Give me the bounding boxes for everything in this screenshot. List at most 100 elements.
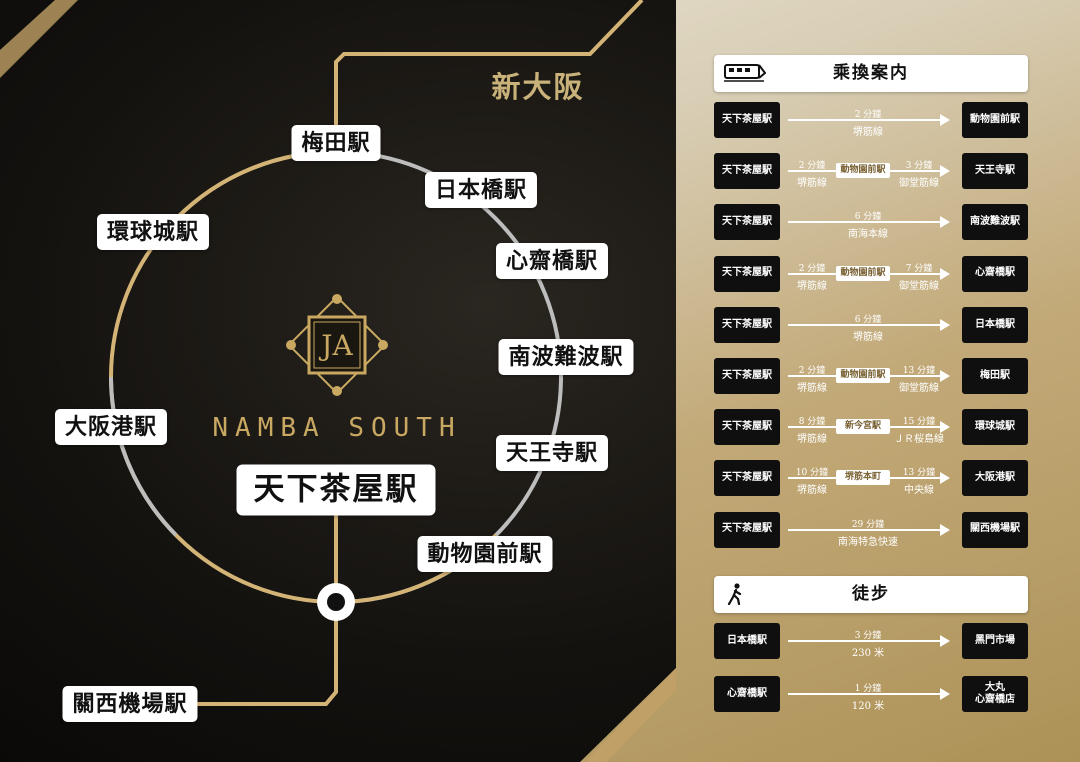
route-line-1: 堺筋線 [797,280,827,292]
route-line-2: ＪＲ桜島線 [894,434,944,446]
route-arrow [788,216,950,229]
route-row[interactable]: 心齋橋駅 大丸 心齋橋店 1 分鐘 120 米 [714,676,1028,712]
route-to: 大丸 心齋橋店 [962,676,1028,712]
route-line: 堺筋線 [853,127,883,138]
route-line-1: 堺筋線 [797,485,827,497]
route-row[interactable]: 天下茶屋駅 心齋橋駅 2 分鐘堺筋線動物園前駅 7 分鐘御堂筋線 [714,255,1028,292]
route-line-1: 堺筋線 [797,383,827,394]
station-namba[interactable]: 南波難波駅 [498,339,634,375]
route-via-station: 新今宮駅 [836,419,890,435]
walk-title: 徒步 [852,584,890,604]
station-shinsaibashi[interactable]: 心齋橋駅 [495,243,609,279]
route-from: 天下茶屋駅 [714,204,780,241]
route-from: 天下茶屋駅 [714,153,780,190]
route-via-station: 動物園前駅 [836,265,890,281]
loop-line-nw [174,150,337,221]
route-line-2: 中央線 [904,485,934,497]
route-to: 大阪港駅 [962,460,1028,497]
route-time-2: 15 分鐘 [902,417,936,428]
route-time-2: 7 分鐘 [905,263,933,274]
train-icon [724,64,766,82]
route-from: 天下茶屋駅 [714,255,780,292]
station-osakako[interactable]: 大阪港駅 [54,409,168,445]
route-to: 環球城駅 [962,409,1028,446]
route-row[interactable]: 天下茶屋駅 梅田駅 2 分鐘堺筋線動物園前駅 13 分鐘御堂筋線 [714,358,1028,394]
route-arrow [788,635,950,647]
route-to: 天王寺駅 [962,153,1028,190]
route-from: 天下茶屋駅 [714,358,780,394]
route-time: 29 分鐘 [851,519,885,530]
route-from: 天下茶屋駅 [714,102,780,138]
route-line-2: 御堂筋線 [899,280,939,292]
ja-logo-icon: JA [286,294,388,396]
route-from: 天下茶屋駅 [714,511,780,548]
route-to: 日本橋駅 [962,306,1028,343]
route-via-station: 堺筋本町 [836,470,890,486]
route-to: 心齋橋駅 [962,255,1028,292]
route-arrow [788,318,950,331]
route-via-station: 動物園前駅 [836,163,890,179]
route-time: 6 分鐘 [854,314,882,325]
corner-band [0,0,78,78]
route-line: 230 米 [851,648,885,659]
route-time-2: 13 分鐘 [902,366,936,376]
station-kansai-airport[interactable]: 關西機場駅 [62,686,198,722]
route-time-1: 10 分鐘 [795,468,829,479]
line-to-kansai-airport [180,502,338,706]
station-universal[interactable]: 環球城駅 [96,214,210,250]
route-row[interactable]: 天下茶屋駅 關西機場駅 29 分鐘南海特急快速 [714,511,1028,548]
line-to-shin-osaka [334,0,644,152]
route-via-station: 動物園前駅 [836,368,890,383]
route-time: 6 分鐘 [854,212,882,223]
route-time: 1 分鐘 [854,684,882,694]
route-time-1: 2 分鐘 [798,366,826,376]
route-time: 2 分鐘 [854,110,882,120]
route-line: 堺筋線 [853,331,883,343]
route-row[interactable]: 天下茶屋駅 環球城駅 8 分鐘堺筋線新今宮駅 15 分鐘 ＪＲ桜島線 [714,409,1028,446]
transfer-title: 乘換案内 [833,63,909,83]
station-tennoji[interactable]: 天王寺駅 [495,435,609,471]
route-row[interactable]: 天下茶屋駅 動物園前駅 2 分鐘堺筋線 [714,102,1028,138]
route-time-1: 2 分鐘 [798,263,826,274]
route-time-2: 13 分鐘 [902,468,936,479]
station-dobutsuen[interactable]: 動物園前駅 [417,536,553,572]
transfer-header: 乘換案内 [714,55,1028,92]
station-tengachaya[interactable]: 天下茶屋駅 [236,464,436,516]
route-to: 梅田駅 [962,358,1028,394]
destination-label: 新大阪 [491,70,585,104]
route-line: 120 米 [851,701,885,712]
route-from: 日本橋駅 [714,623,780,659]
route-line-2: 御堂筋線 [899,178,939,190]
hub-station-marker-core [327,593,345,611]
route-arrow [788,523,950,536]
walk-header: 徒步 [714,576,1028,613]
route-arrow [788,114,950,126]
route-row[interactable]: 日本橋駅 黑門市場 3 分鐘 230 米 [714,623,1028,659]
loop-line-sw [109,376,178,537]
bottom-edge-band [585,668,676,762]
route-to: 南波難波駅 [962,204,1028,241]
route-line: 南海特急快速 [838,536,898,548]
route-line-1: 堺筋線 [797,178,827,190]
route-to: 黑門市場 [962,623,1028,659]
route-row[interactable]: 天下茶屋駅 南波難波駅 6 分鐘南海本線 [714,204,1028,241]
station-nipponbashi[interactable]: 日本橋駅 [424,172,538,208]
route-time-2: 3 分鐘 [905,161,933,172]
route-line-2: 御堂筋線 [899,383,939,394]
loop-line-east [335,150,564,604]
route-from: 天下茶屋駅 [714,306,780,343]
route-line: 南海本線 [848,229,888,241]
route-from: 天下茶屋駅 [714,409,780,446]
route-row[interactable]: 天下茶屋駅 日本橋駅 6 分鐘堺筋線 [714,306,1028,343]
route-from: 心齋橋駅 [714,676,780,712]
route-to: 關西機場駅 [962,511,1028,548]
route-to: 動物園前駅 [962,102,1028,138]
route-time-1: 8 分鐘 [798,417,826,428]
route-arrow [788,688,950,700]
route-line-1: 堺筋線 [797,434,827,446]
walking-person-icon [727,583,742,605]
route-time: 3 分鐘 [854,631,882,641]
station-umeda[interactable]: 梅田駅 [291,125,381,161]
